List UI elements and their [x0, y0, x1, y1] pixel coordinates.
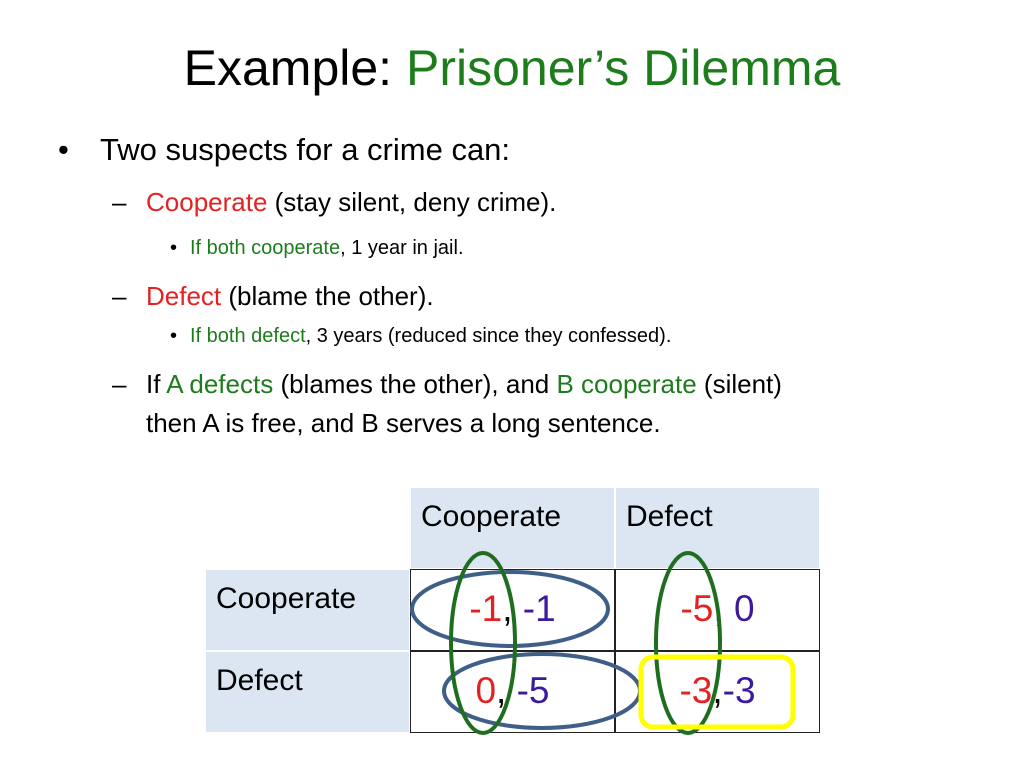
col-header-cooperate: Cooperate	[410, 487, 615, 569]
payoff-a: -1	[469, 588, 503, 629]
mixed-post: (silent)	[696, 369, 782, 399]
col-header-defect: Defect	[615, 487, 820, 569]
payoff-cell-dd: -3,-3	[615, 651, 820, 733]
both-cooperate-term: If both cooperate	[190, 237, 341, 259]
defect-desc: (blame the other).	[221, 281, 434, 311]
payoff-cell-dc: 0, -5	[410, 651, 615, 733]
dash-marker: –	[112, 369, 127, 399]
title-highlight: Prisoner’s Dilemma	[405, 40, 841, 96]
payoff-a: -3	[679, 670, 713, 711]
row-header-defect: Defect	[205, 651, 410, 733]
payoff-b: -1	[522, 588, 556, 629]
payoff-separator: ,	[496, 670, 517, 711]
a-defects-term: A defects	[166, 369, 274, 399]
bullet-both-cooperate: If both cooperate, 1 year in jail.	[190, 236, 464, 260]
both-defect-desc: , 3 years (reduced since they confessed)…	[305, 325, 672, 347]
bullet-mixed-line2: then A is free, and B serves a long sent…	[146, 408, 661, 438]
defect-term: Defect	[146, 281, 222, 311]
title-prefix: Example:	[183, 40, 406, 96]
payoff-cell-cd: -5, 0	[615, 569, 820, 651]
bullet-both-defect: If both defect, 3 years (reduced since t…	[190, 324, 671, 348]
payoff-a: 0	[475, 670, 497, 711]
payoff-b: 0	[733, 588, 755, 629]
bullet-marker: •	[58, 132, 69, 167]
b-cooperate-term: B cooperate	[556, 369, 697, 399]
payoff-cell-cc: -1, -1	[410, 569, 615, 651]
bullet-main: Two suspects for a crime can:	[100, 132, 511, 167]
bullet-cooperate: Cooperate (stay silent, deny crime).	[146, 186, 556, 218]
payoff-b: -3	[722, 670, 756, 711]
mixed-mid: (blames the other), and	[273, 369, 557, 399]
bullet-marker-small: •	[170, 237, 178, 259]
dash-marker: –	[112, 187, 127, 217]
cooperate-desc: (stay silent, deny crime).	[267, 187, 557, 217]
slide-title: Example: Prisoner’s Dilemma	[0, 38, 1024, 98]
dash-marker: –	[112, 281, 127, 311]
payoff-b: -5	[516, 670, 550, 711]
bullet-mixed: If A defects (blames the other), and B c…	[146, 368, 782, 400]
mixed-pre: If	[146, 369, 167, 399]
payoff-a: -5	[680, 588, 714, 629]
both-defect-term: If both defect	[190, 325, 306, 347]
bullet-defect: Defect (blame the other).	[146, 280, 434, 312]
payoff-separator: ,	[713, 588, 734, 629]
cooperate-term: Cooperate	[146, 187, 268, 217]
payoff-separator: ,	[502, 588, 523, 629]
row-header-cooperate: Cooperate	[205, 569, 410, 651]
both-cooperate-desc: , 1 year in jail.	[340, 237, 464, 259]
payoff-separator: ,	[712, 670, 723, 711]
bullet-marker-small: •	[170, 325, 178, 347]
